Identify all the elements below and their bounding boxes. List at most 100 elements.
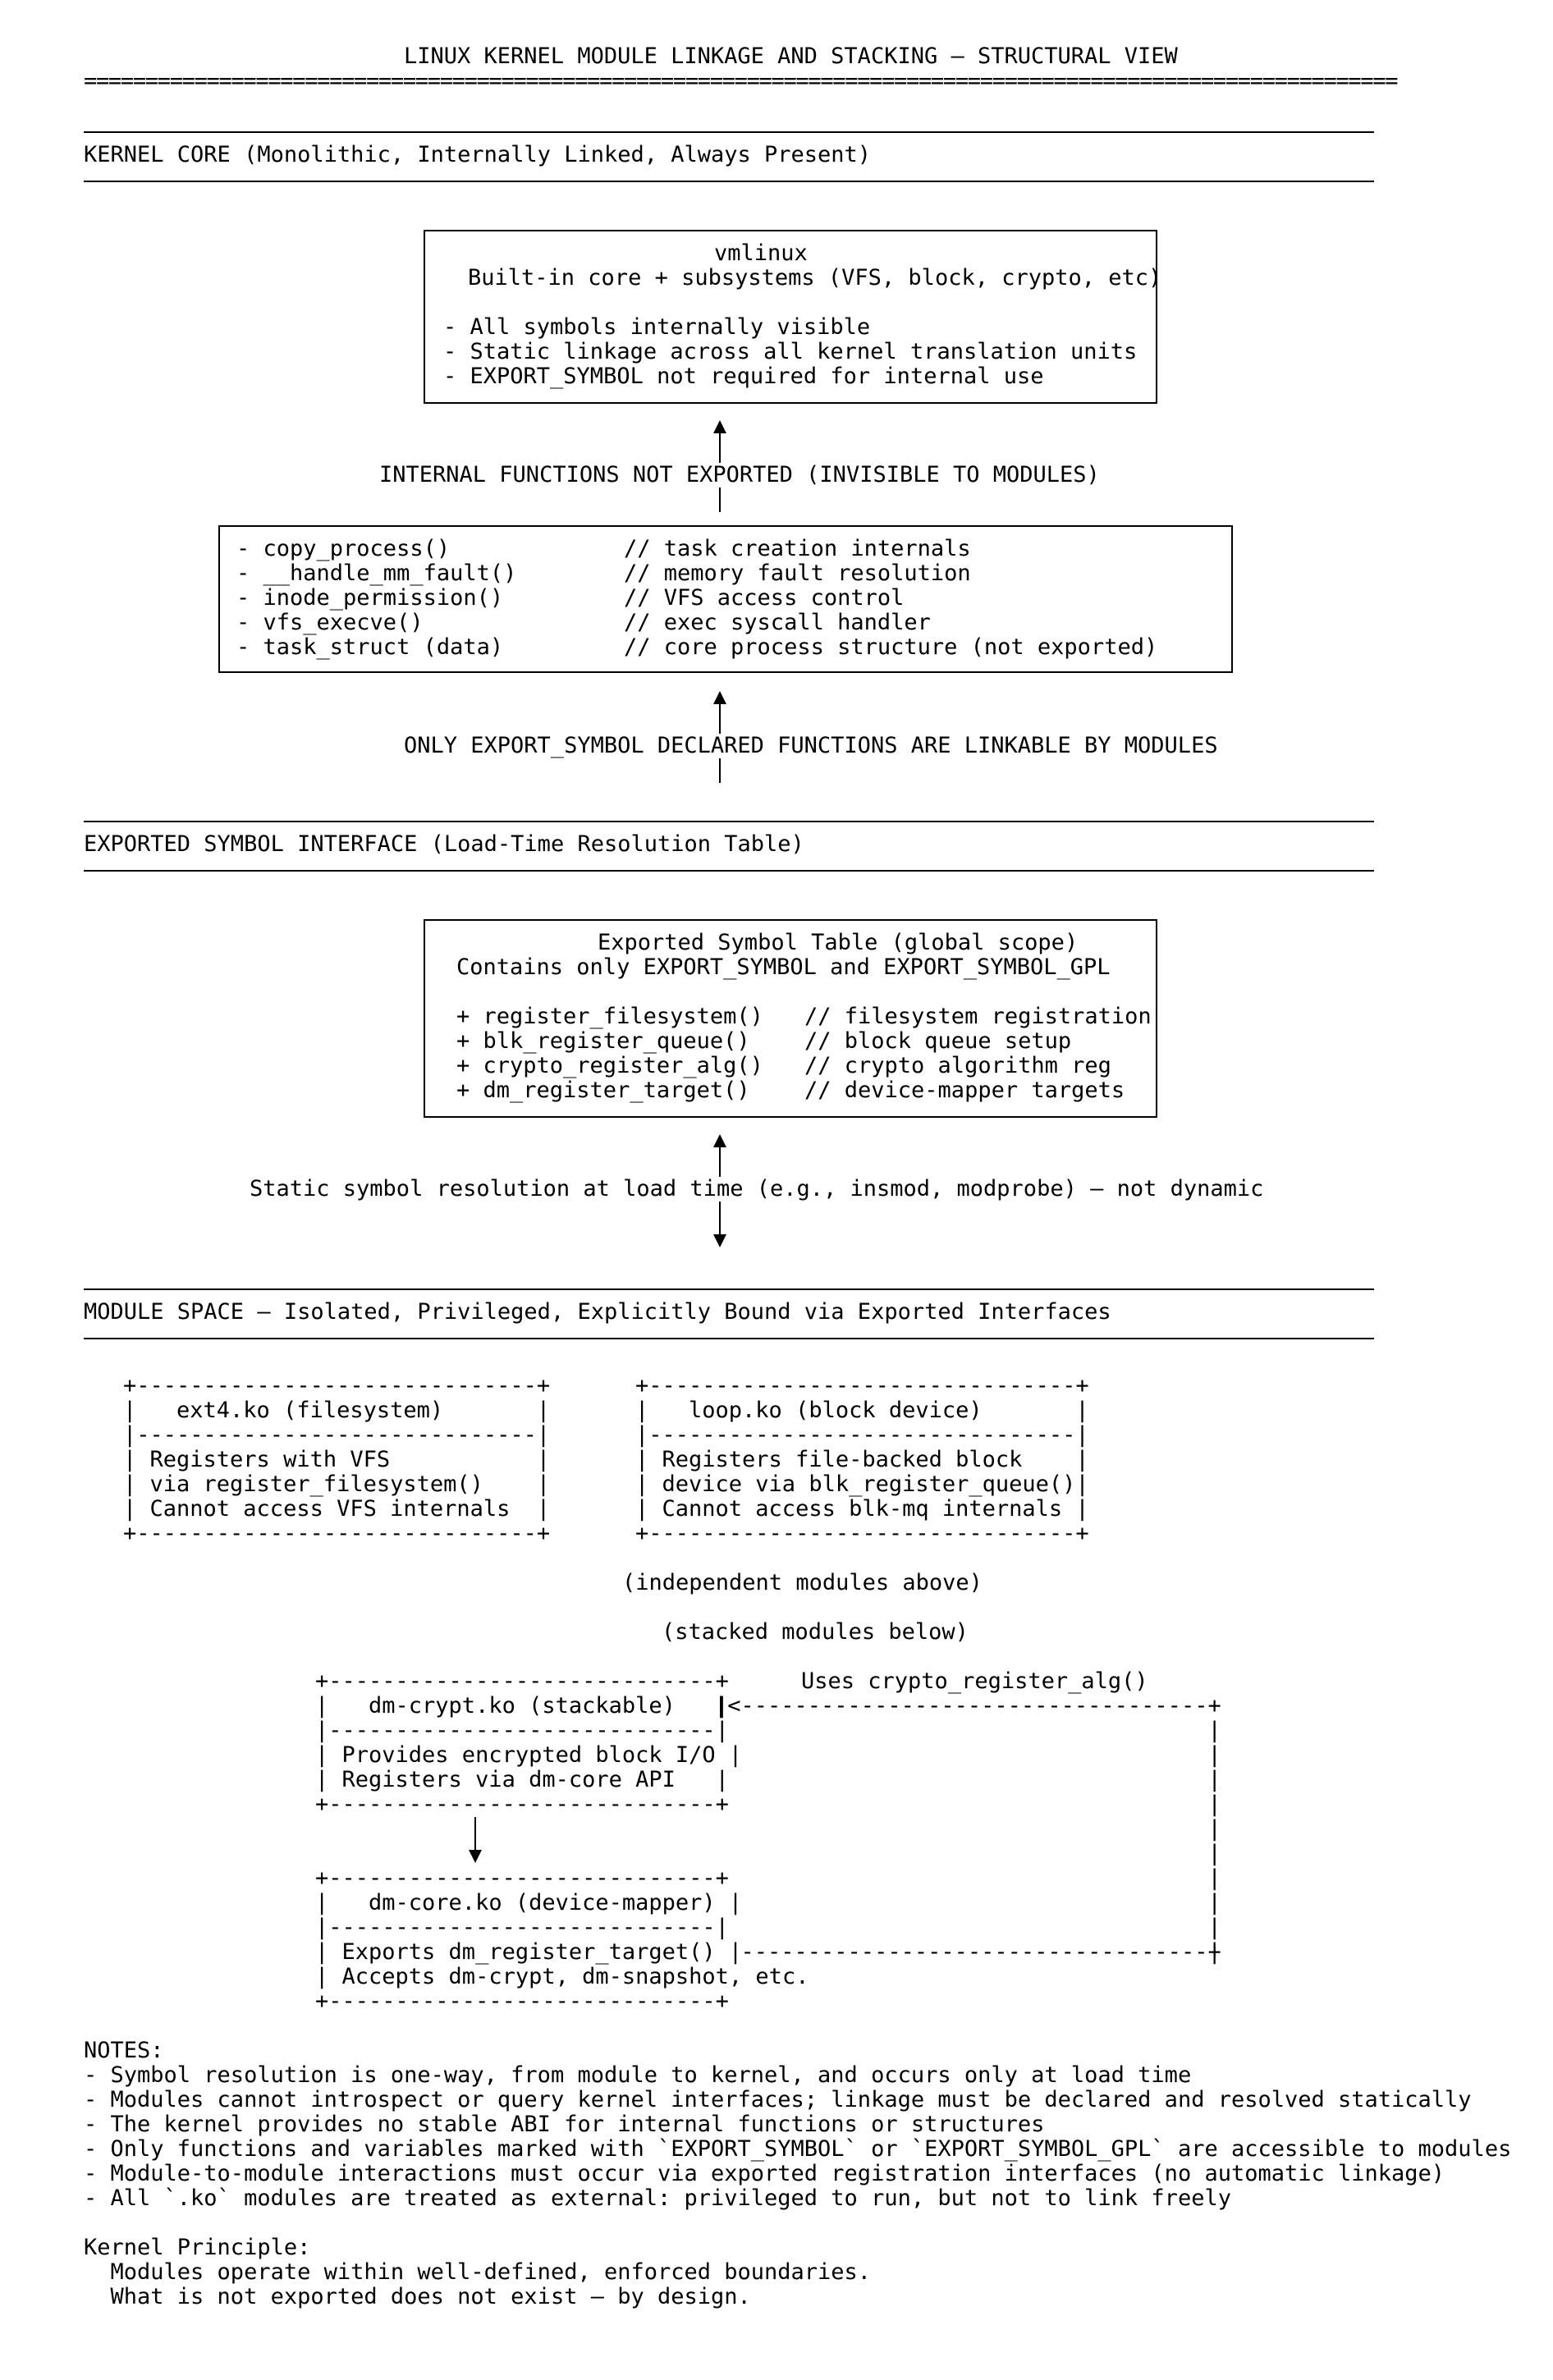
- arrow-down-icon: [713, 1234, 726, 1247]
- diagram-title: LINUX KERNEL MODULE LINKAGE AND STACKING…: [404, 43, 1178, 69]
- symbol-table-subtitle: Contains only EXPORT_SYMBOL and EXPORT_S…: [456, 954, 1111, 980]
- crypto-edge-connector: |: [714, 1890, 1221, 1915]
- ext4-module-box: |------------------------------|: [123, 1422, 551, 1448]
- kernel-core-heading: KERNEL CORE (Monolithic, Internally Link…: [84, 142, 872, 167]
- exported-interface-heading: EXPORTED SYMBOL INTERFACE (Load-Time Res…: [84, 831, 804, 857]
- note-item: - Module-to-module interactions must occ…: [84, 2161, 1445, 2186]
- note-item: - Symbol resolution is one-way, from mod…: [84, 2062, 1192, 2088]
- note-item: - Only functions and variables marked wi…: [84, 2136, 1512, 2162]
- crypto-edge-connector: |: [714, 1816, 1221, 1842]
- exported-symbol-name: + register_filesystem(): [456, 1004, 763, 1029]
- crypto-edge-connector: |: [714, 1915, 1221, 1940]
- vmlinux-title: vmlinux: [714, 240, 808, 266]
- internal-function-comment: // core process structure (not exported): [624, 634, 1158, 660]
- crypto-edge-connector: |: [714, 1841, 1221, 1866]
- section-rule: [84, 181, 1374, 182]
- ext4-module-text: | Registers with VFS |: [123, 1447, 551, 1472]
- connector-line: [474, 1817, 476, 1850]
- vmlinux-bullet: - EXPORT_SYMBOL not required for interna…: [443, 364, 1044, 389]
- dmcore-module-box: +-----------------------------+: [315, 1989, 729, 2014]
- dmcrypt-module-box: |-----------------------------|: [315, 1718, 729, 1743]
- section-rule: [84, 1338, 1374, 1339]
- exported-symbol-comment: // crypto algorithm reg: [804, 1053, 1111, 1078]
- internal-functions-label: INTERNAL FUNCTIONS NOT EXPORTED (INVISIB…: [379, 462, 1100, 487]
- ext4-module-box: +------------------------------+: [123, 1521, 551, 1546]
- ext4-module-text: | Cannot access VFS internals |: [123, 1496, 551, 1522]
- note-item: - All `.ko` modules are treated as exter…: [84, 2185, 1231, 2211]
- dmcrypt-module-text: | Registers via dm-core API |: [315, 1767, 729, 1792]
- crypto-edge-connector: |: [714, 1742, 1221, 1768]
- arrow-up-icon: [713, 691, 726, 704]
- loop-module-text: | Cannot access blk-mq internals |: [635, 1496, 1089, 1522]
- exported-symbol-comment: // block queue setup: [804, 1028, 1072, 1054]
- dmcore-module-box: +-----------------------------+: [315, 1865, 729, 1891]
- dmcore-module-text: | Exports dm_register_target() |: [315, 1939, 743, 1965]
- crypto-edge-connector: |: [714, 1767, 1221, 1792]
- internal-function-comment: // task creation internals: [624, 536, 971, 561]
- arrow-up-icon: [713, 1134, 726, 1147]
- internal-function-comment: // VFS access control: [624, 585, 905, 611]
- section-rule: [84, 821, 1374, 822]
- exported-symbol-name: + crypto_register_alg(): [456, 1053, 763, 1078]
- crypto-edge-connector: |: [714, 1792, 1221, 1817]
- vmlinux-box: [424, 230, 1157, 404]
- section-rule: [84, 131, 1374, 133]
- dmcrypt-module-box: +-----------------------------+: [315, 1668, 729, 1694]
- exported-symbol-name: + blk_register_queue(): [456, 1028, 750, 1054]
- vmlinux-bullet: - Static linkage across all kernel trans…: [443, 339, 1138, 364]
- ext4-module-box: +------------------------------+: [123, 1373, 551, 1398]
- principle-heading: Kernel Principle:: [84, 2235, 311, 2260]
- internal-functions-box: [218, 525, 1233, 673]
- note-item: - Modules cannot introspect or query ker…: [84, 2087, 1472, 2112]
- internal-function-name: - __handle_mm_fault(): [236, 561, 517, 586]
- vmlinux-subtitle: Built-in core + subsystems (VFS, block, …: [468, 265, 1162, 291]
- exported-symbol-name: + dm_register_target(): [456, 1078, 750, 1103]
- loop-module-box: |--------------------------------|: [635, 1422, 1089, 1448]
- independent-modules-label: (independent modules above): [622, 1570, 983, 1595]
- note-item: - The kernel provides no stable ABI for …: [84, 2112, 1045, 2137]
- internal-function-comment: // exec syscall handler: [624, 610, 931, 635]
- notes-heading: NOTES:: [84, 2038, 164, 2063]
- arrow-up-icon: [713, 420, 726, 433]
- internal-function-comment: // memory fault resolution: [624, 561, 971, 586]
- crypto-edge-connector: |: [714, 1865, 1221, 1891]
- crypto-edge-connector: |<-----------------------------------+: [714, 1939, 1221, 1965]
- stacked-modules-label: (stacked modules below): [662, 1619, 969, 1645]
- section-rule: [84, 1288, 1374, 1290]
- ext4-module-text: | via register_filesystem() |: [123, 1471, 551, 1497]
- loop-module-text: | device via blk_register_queue()|: [635, 1471, 1089, 1497]
- symbol-table-title: Exported Symbol Table (global scope): [598, 930, 1079, 955]
- arrow-down-icon: [469, 1850, 482, 1863]
- principle-line: Modules operate within well-defined, enf…: [84, 2259, 872, 2285]
- dmcore-module-title: | dm-core.ko (device-mapper) |: [315, 1890, 743, 1915]
- section-rule: [84, 870, 1374, 872]
- crypto-edge-label: Uses crypto_register_alg(): [801, 1668, 1148, 1694]
- vmlinux-bullet: - All symbols internally visible: [443, 314, 871, 340]
- dmcrypt-module-title: | dm-crypt.ko (stackable) |: [315, 1693, 729, 1719]
- dmcore-module-text: | Accepts dm-crypt, dm-snapshot, etc.: [315, 1964, 809, 1989]
- dmcore-module-box: |-----------------------------|: [315, 1915, 729, 1940]
- loop-module-title: | loop.ko (block device) |: [635, 1398, 1089, 1423]
- static-resolution-label: Static symbol resolution at load time (e…: [250, 1176, 1264, 1201]
- loop-module-box: +--------------------------------+: [635, 1521, 1089, 1546]
- ext4-module-title: | ext4.ko (filesystem) |: [123, 1398, 551, 1423]
- exported-symbol-comment: // filesystem registration: [804, 1004, 1152, 1029]
- export-only-label: ONLY EXPORT_SYMBOL DECLARED FUNCTIONS AR…: [404, 733, 1218, 758]
- internal-function-name: - copy_process(): [236, 536, 451, 561]
- internal-function-name: - task_struct (data): [236, 634, 504, 660]
- crypto-edge-connector: |: [714, 1718, 1221, 1743]
- dmcrypt-module-text: | Provides encrypted block I/O |: [315, 1742, 743, 1768]
- crypto-edge-connector: |: [714, 1939, 1221, 1965]
- exported-symbol-table-box: [424, 919, 1157, 1118]
- dmcrypt-module-box: +-----------------------------+: [315, 1792, 729, 1817]
- exported-symbol-comment: // device-mapper targets: [804, 1078, 1125, 1103]
- loop-module-text: | Registers file-backed block |: [635, 1447, 1089, 1472]
- internal-function-name: - inode_permission(): [236, 585, 504, 611]
- title-rule: ========================================…: [84, 68, 1399, 94]
- crypto-edge-connector: |<-----------------------------------+: [714, 1693, 1221, 1719]
- internal-function-name: - vfs_execve(): [236, 610, 424, 635]
- principle-line: What is not exported does not exist — by…: [84, 2284, 751, 2309]
- loop-module-box: +--------------------------------+: [635, 1373, 1089, 1398]
- module-space-heading: MODULE SPACE — Isolated, Privileged, Exp…: [84, 1299, 1111, 1325]
